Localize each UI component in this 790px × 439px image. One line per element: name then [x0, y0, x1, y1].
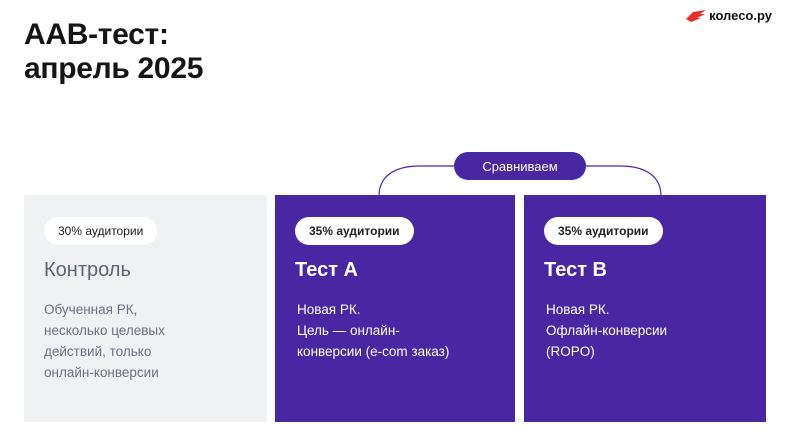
compare-badge: Сравниваем: [454, 152, 586, 180]
card-description: Обученная РК, несколько целевых действий…: [44, 302, 165, 380]
page-title-line-1: AAB-тест:: [24, 18, 169, 51]
red-wing-logo-icon: [686, 9, 707, 22]
card-description: Новая РК. Цель — онлайн- конверсии (e-co…: [297, 302, 450, 359]
control-group-card: 30% аудитории Контроль Обученная РК, нес…: [24, 195, 267, 422]
brand-logo-text: колесо.ру: [709, 8, 772, 23]
audience-badge: 35% аудитории: [544, 217, 663, 245]
test-b-card: 35% аудитории Тест B Новая РК. Офлайн-ко…: [524, 195, 766, 422]
card-title: Тест А: [295, 259, 358, 281]
audience-badge: 35% аудитории: [295, 217, 414, 245]
audience-badge: 30% аудитории: [44, 217, 158, 245]
card-description: Новая РК. Офлайн-конверсии (ROPO): [546, 302, 668, 359]
test-a-card: 35% аудитории Тест А Новая РК. Цель — он…: [275, 195, 515, 422]
page-title-line-2: апрель 2025: [24, 52, 204, 85]
card-title: Тест B: [544, 259, 607, 281]
page-title: AAB-тест: апрель 2025: [24, 18, 203, 86]
brand-logo: колесо.ру: [686, 8, 772, 23]
card-title: Контроль: [44, 259, 131, 281]
